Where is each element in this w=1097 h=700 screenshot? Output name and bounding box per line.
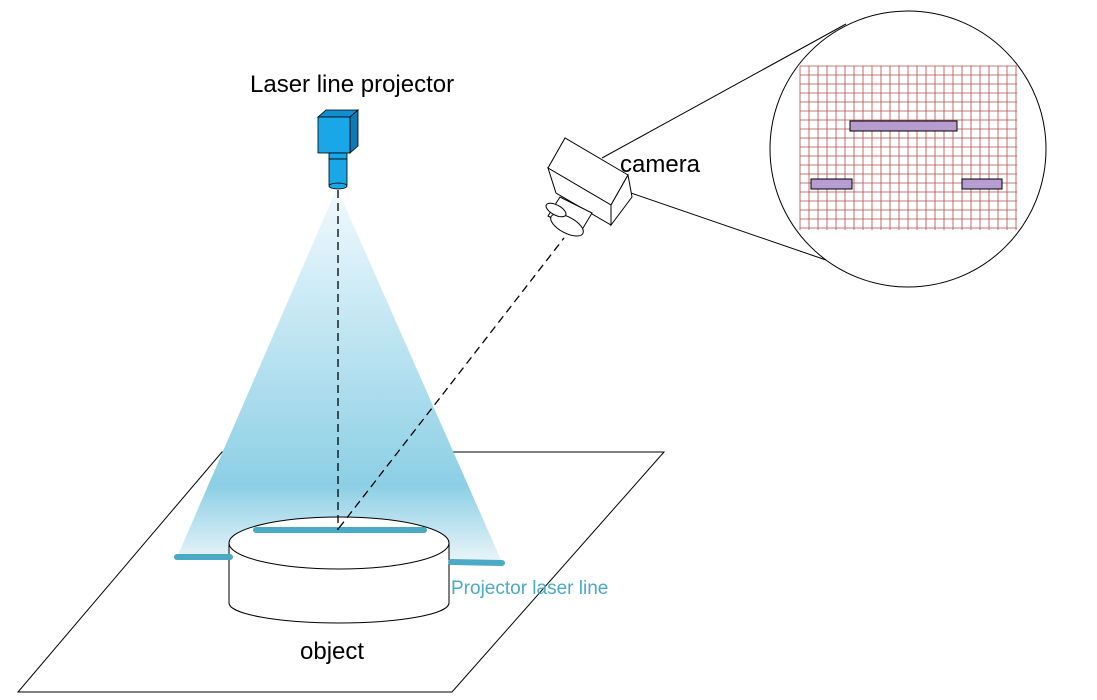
- detected-line-right: [961, 178, 1003, 190]
- lens-connector-top: [601, 23, 847, 159]
- camera-label: camera: [620, 151, 701, 178]
- object-label: object: [300, 638, 364, 665]
- ground-plane: [16, 451, 666, 693]
- detected-line-left: [810, 178, 853, 190]
- sensor-pixel-grid: [799, 65, 1017, 230]
- lens-connector-bottom: [627, 191, 827, 261]
- laser-line-segments: [174, 527, 505, 566]
- laser-projector-icon: [316, 109, 360, 190]
- projector-label: Laser line projector: [250, 71, 454, 98]
- magnified-sensor-view: [769, 10, 1047, 288]
- detected-line-top: [849, 120, 958, 132]
- laser-light-beam: [178, 188, 501, 560]
- laser-line-right: [448, 559, 505, 566]
- camera-view-ray-dashed: [338, 237, 565, 529]
- laser-line-label: Projector laser line: [451, 578, 608, 599]
- camera-icon: [545, 137, 633, 237]
